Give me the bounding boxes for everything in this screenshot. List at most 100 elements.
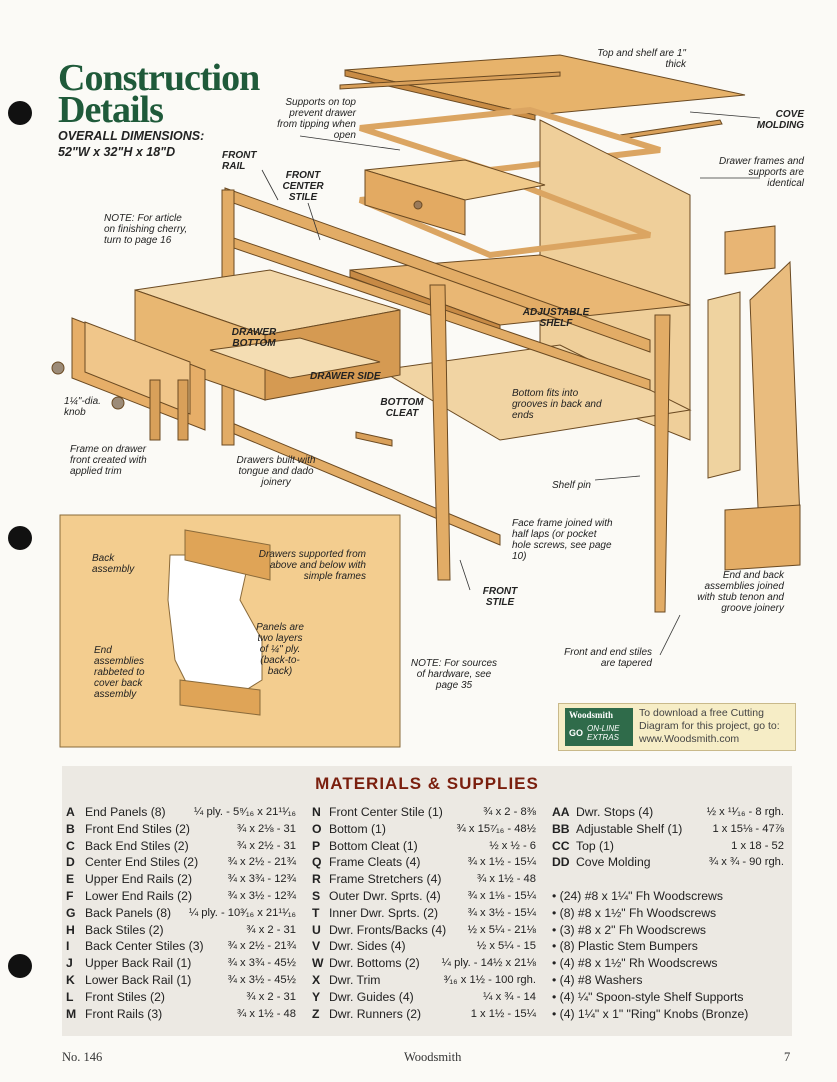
material-key: Y [312, 989, 321, 1004]
material-name: Back Panels (8) [85, 905, 172, 920]
material-name: Back Center Stiles (3) [85, 939, 204, 954]
online-extras-banner[interactable]: Woodsmith GO ON-LINE EXTRAS To download … [558, 703, 796, 751]
material-dimension: ¾ x 2½ - 21¾ [227, 940, 296, 953]
material-name: Dwr. Fronts/Backs (4) [329, 922, 447, 937]
online-extras-badge: Woodsmith GO ON-LINE EXTRAS [565, 708, 633, 746]
material-name: Back End Stiles (2) [85, 838, 189, 853]
material-name: End Panels (8) [85, 805, 166, 819]
overall-dimensions: OVERALL DIMENSIONS: 52"W x 32"H x 18"D [58, 129, 205, 159]
material-dimension: 1 x 1½ - 15¼ [470, 1007, 536, 1020]
material-dimension: 1 x 18 - 52 [731, 839, 784, 852]
binder-hole [8, 954, 32, 978]
material-name: Dwr. Trim [329, 972, 381, 987]
material-dimension: ¾ x 2 - 31 [246, 990, 296, 1003]
callout-end-back: End and back assemblies joined with stub… [697, 570, 784, 614]
material-key: CC [552, 838, 570, 853]
material-dimension: ¾ x 2½ - 31 [236, 839, 296, 852]
material-dimension: ¾ x 3½ - 15¼ [467, 906, 536, 919]
material-dimension: ¾ x 1½ - 48 [476, 873, 536, 886]
material-dimension: ¾ x 1½ - 48 [236, 1007, 296, 1020]
material-dimension: ¾ x 3¾ - 12¾ [227, 873, 296, 886]
callout-drawer-bottom: DRAWER BOTTOM [231, 327, 277, 349]
callout-end-rabbeted: End assemblies rabbeted to cover back as… [94, 645, 145, 700]
material-key: C [66, 838, 75, 853]
material-key: W [312, 956, 324, 971]
page-title: Construction Details [58, 57, 260, 131]
callout-shelf-pin: Shelf pin [552, 480, 591, 491]
callout-knob: 1¼"-dia. knob [64, 396, 101, 418]
callout-adjustable-shelf: ADJUSTABLE SHELF [522, 307, 590, 329]
material-dimension: ¾ x 3½ - 45½ [227, 973, 296, 986]
supply-item: • (24) #8 x 1¼" Fh Woodscrews [552, 889, 723, 903]
material-key: AA [552, 805, 570, 819]
binder-hole [8, 101, 32, 125]
material-key: P [312, 838, 321, 853]
material-name: Dwr. Guides (4) [329, 989, 414, 1004]
material-key: B [66, 821, 75, 836]
online-extras-text: To download a free Cutting Diagram for t… [639, 707, 780, 745]
material-key: O [312, 821, 322, 836]
supply-item: • (4) ¼" Spoon-style Shelf Supports [552, 989, 744, 1004]
material-dimension: ½ x 5¼ - 21⅛ [467, 923, 536, 936]
callout-tongue-dado: Drawers built with tongue and dado joine… [236, 455, 316, 488]
materials-title: MATERIALS & SUPPLIES [315, 774, 539, 793]
footer-issue: No. 146 [62, 1050, 103, 1064]
supply-item: • (4) #8 x 1½" Rh Woodscrews [552, 956, 718, 971]
material-name: Lower End Rails (2) [85, 888, 193, 903]
supply-item: • (4) #8 Washers [552, 972, 643, 987]
material-dimension: ¾ x 1⅛ - 15¼ [467, 889, 536, 902]
material-key: S [312, 888, 321, 903]
material-dimension: ¼ ply. - 14½ x 21⅛ [441, 957, 536, 970]
material-name: Upper End Rails (2) [85, 872, 193, 887]
material-name: Dwr. Runners (2) [329, 1006, 422, 1021]
callout-front-stile: FRONT STILE [482, 586, 518, 608]
material-key: T [312, 905, 320, 920]
material-dimension: ½ x ¹¹⁄₁₆ - 8 rgh. [706, 806, 784, 818]
callout-drawer-side: DRAWER SIDE [310, 371, 381, 382]
material-name: Front Stiles (2) [85, 989, 165, 1004]
material-name: Inner Dwr. Sprts. (2) [329, 905, 439, 920]
material-dimension: ¼ ply. - 10³⁄₁₆ x 21¹¹⁄₁₆ [188, 906, 296, 919]
material-key: V [312, 939, 321, 954]
material-key: Q [312, 855, 322, 870]
material-key: X [312, 972, 321, 987]
callout-bottom-fits: Bottom fits into grooves in back and end… [512, 388, 602, 421]
material-name: Frame Cleats (4) [329, 855, 421, 870]
material-key: H [66, 922, 75, 937]
material-name: Front Center Stile (1) [329, 805, 443, 819]
supply-item: • (3) #8 x 2" Fh Woodscrews [552, 922, 706, 937]
exploded-view-illustration [51, 54, 801, 748]
supply-item: • (8) #8 x 1½" Fh Woodscrews [552, 905, 717, 920]
material-key: N [312, 805, 321, 819]
material-dimension: ¾ x 3½ - 12¾ [227, 889, 296, 902]
material-name: Back Stiles (2) [85, 922, 164, 937]
material-key: DD [552, 855, 570, 870]
material-dimension: ¾ x 3¾ - 45½ [227, 957, 296, 970]
callout-frame-drawer-front: Frame on drawer front created with appli… [70, 444, 147, 477]
callout-drawer-frames: Drawer frames and supports are identical [718, 156, 804, 189]
callout-bottom-cleat: BOTTOM CLEAT [380, 397, 424, 419]
callout-tapered: Front and end stiles are tapered [564, 647, 652, 669]
callout-supports-top: Supports on top prevent drawer from tipp… [277, 97, 356, 141]
